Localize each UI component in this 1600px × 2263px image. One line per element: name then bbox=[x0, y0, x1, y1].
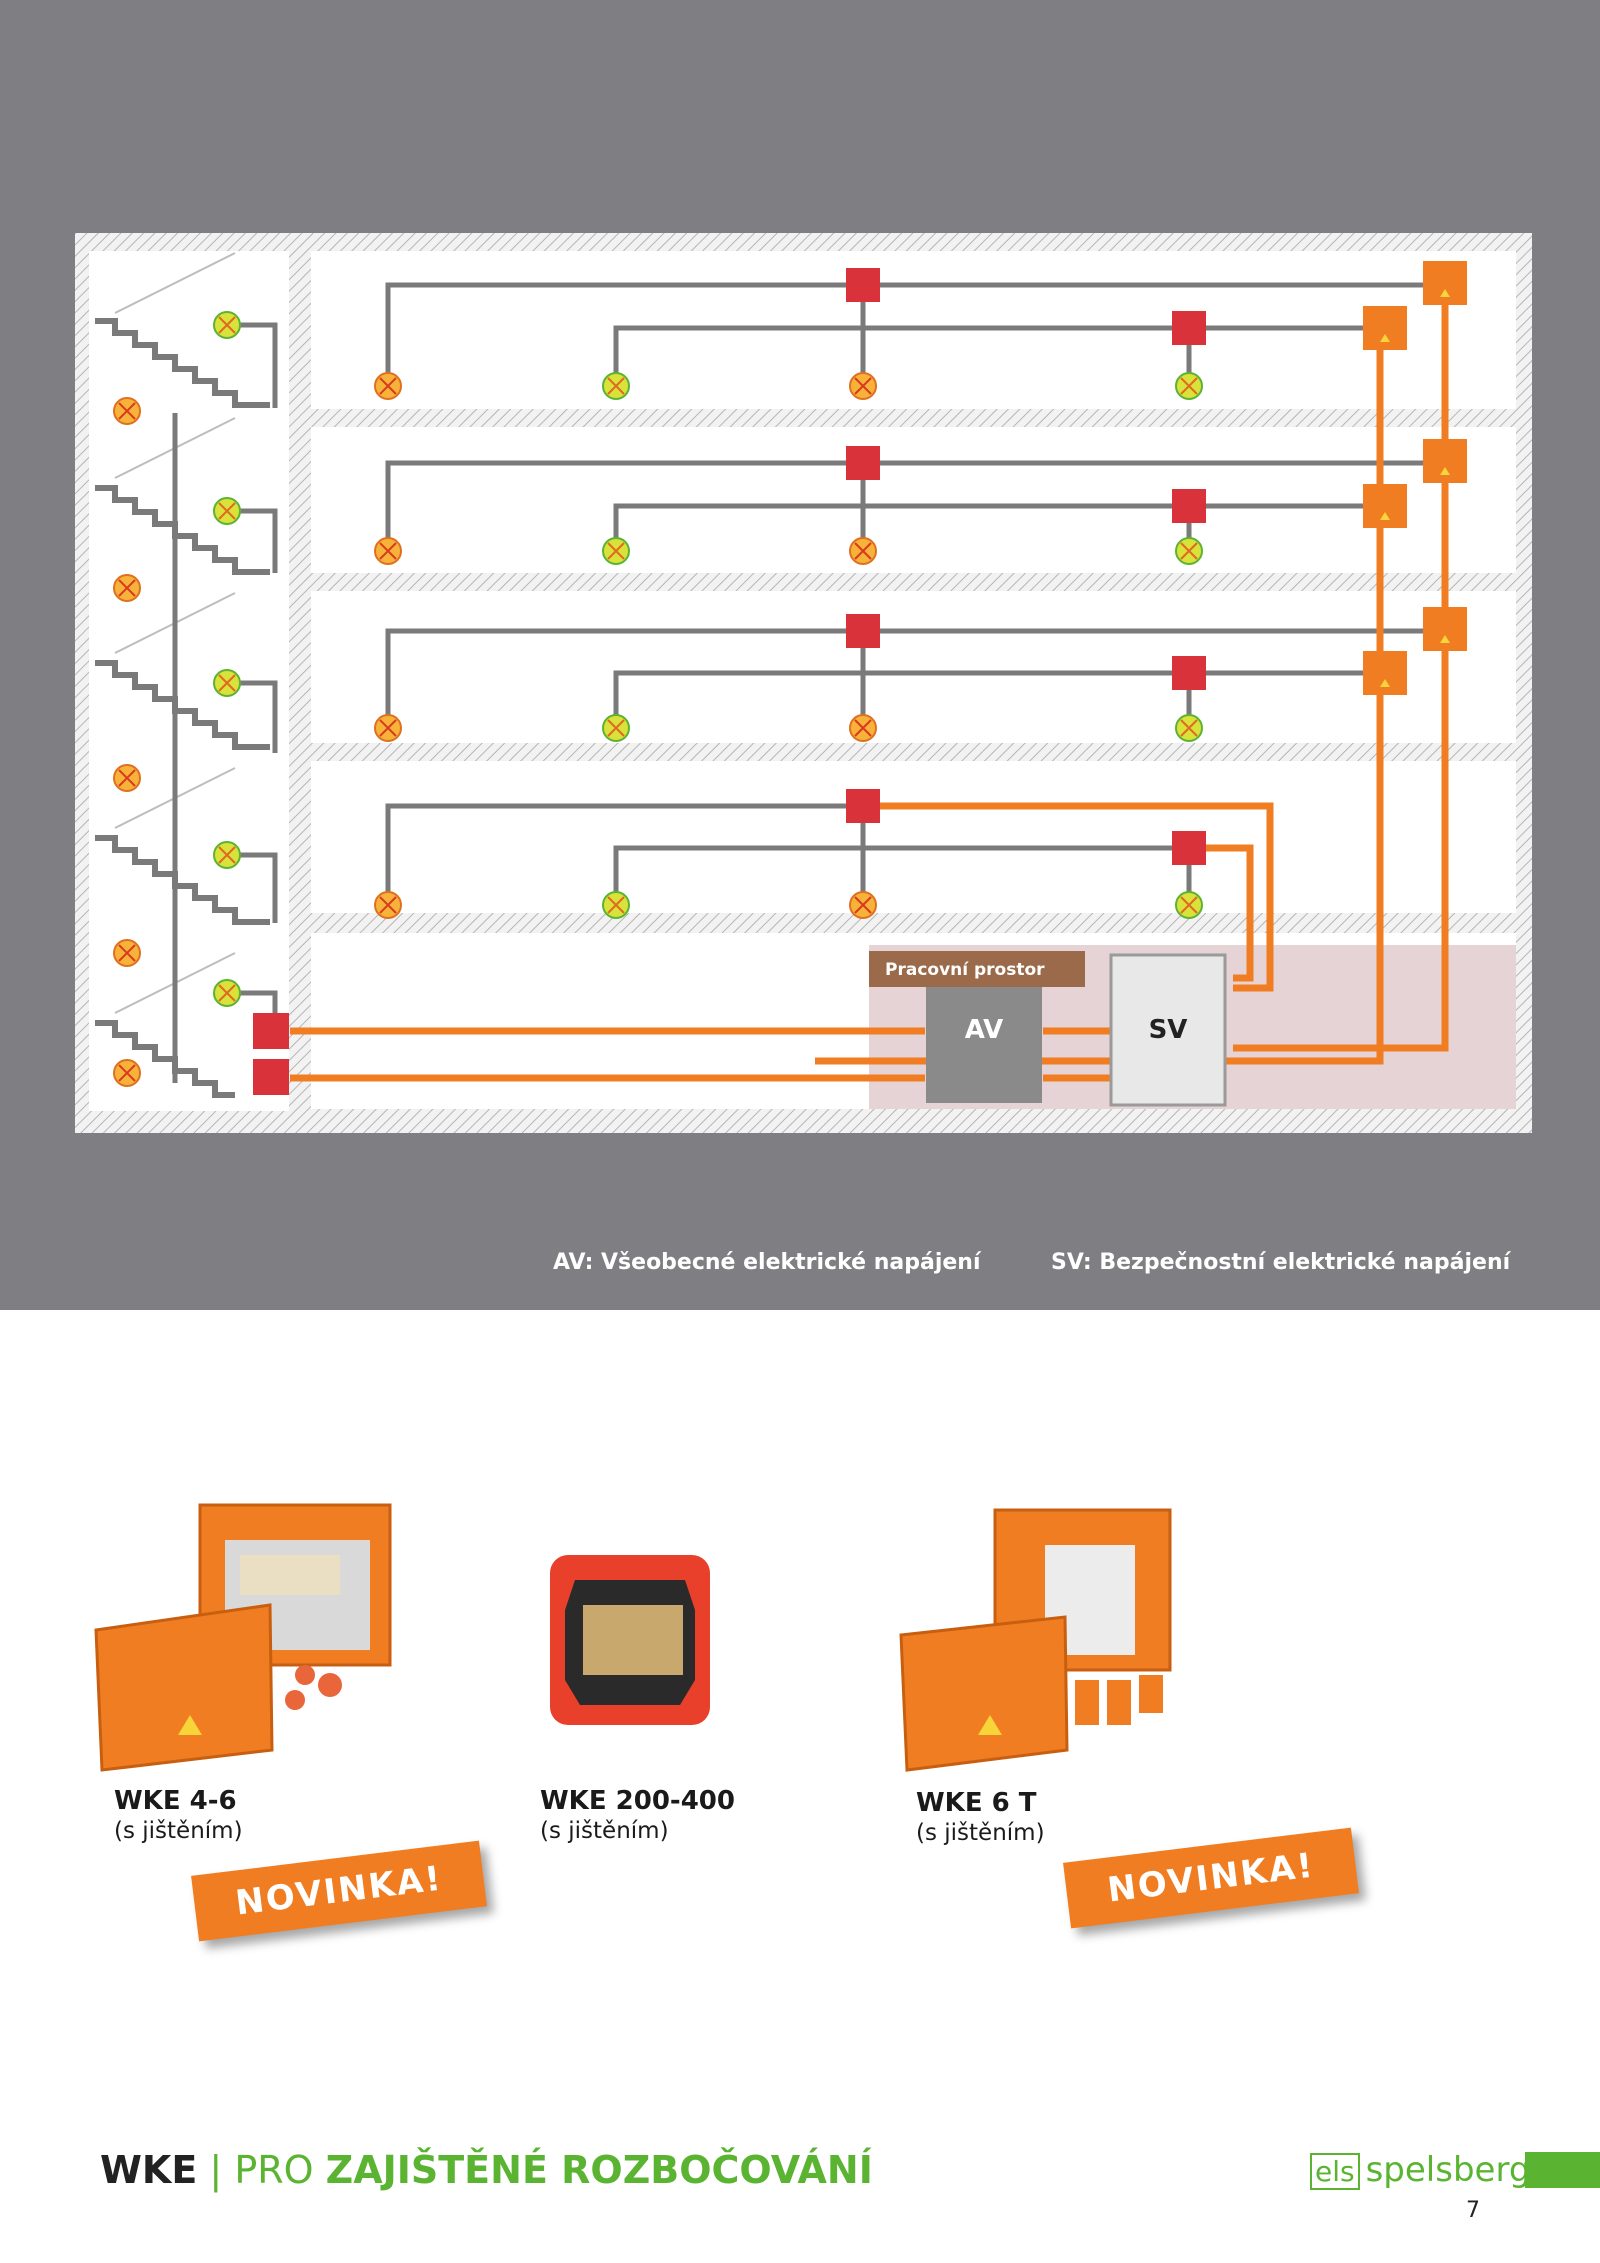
footer-main: ZAJIŠTĚNÉ ROZBOČOVÁNÍ bbox=[325, 2148, 873, 2192]
footer-pro: PRO bbox=[234, 2148, 314, 2192]
footer-brand: WKE bbox=[100, 2148, 198, 2192]
workspace-label: Pracovní prostor bbox=[885, 960, 1045, 980]
diagram-panel: Pracovní prostor AV SV AV: Všeobecné ele… bbox=[0, 0, 1600, 1310]
new-badge: NOVINKA! bbox=[1063, 1827, 1359, 1929]
product-sub-wke-6-t: (s jištěním) bbox=[916, 1820, 1045, 1846]
page-number: 7 bbox=[1466, 2198, 1480, 2223]
new-badge: NOVINKA! bbox=[191, 1840, 487, 1942]
footer-title: WKE | PRO ZAJIŠTĚNÉ ROZBOČOVÁNÍ bbox=[100, 2148, 873, 2192]
sv-cabinet-label: SV bbox=[1149, 1015, 1188, 1045]
building-wiring-diagram: Pracovní prostor AV SV bbox=[75, 233, 1532, 1133]
product-name-wke-4-6: WKE 4-6 bbox=[114, 1786, 237, 1816]
legend-sv: SV: Bezpečnostní elektrické napájení bbox=[1051, 1250, 1511, 1275]
product-sub-wke-4-6: (s jištěním) bbox=[114, 1818, 243, 1844]
product-name-wke-200-400: WKE 200-400 bbox=[540, 1786, 735, 1816]
footer-separator: | bbox=[209, 2148, 223, 2192]
product-image-wke-6-t bbox=[895, 1505, 1205, 1785]
product-name-wke-6-t: WKE 6 T bbox=[916, 1788, 1037, 1818]
product-image-wke-200-400 bbox=[545, 1550, 715, 1730]
product-sub-wke-200-400: (s jištěním) bbox=[540, 1818, 669, 1844]
logo-box: els bbox=[1310, 2153, 1360, 2190]
legend-av: AV: Všeobecné elektrické napájení bbox=[553, 1250, 981, 1275]
product-image-wke-4-6 bbox=[90, 1495, 400, 1785]
green-accent-bar bbox=[1525, 2152, 1600, 2188]
av-cabinet-label: AV bbox=[965, 1015, 1003, 1045]
logo-text: spelsberg bbox=[1365, 2150, 1531, 2190]
